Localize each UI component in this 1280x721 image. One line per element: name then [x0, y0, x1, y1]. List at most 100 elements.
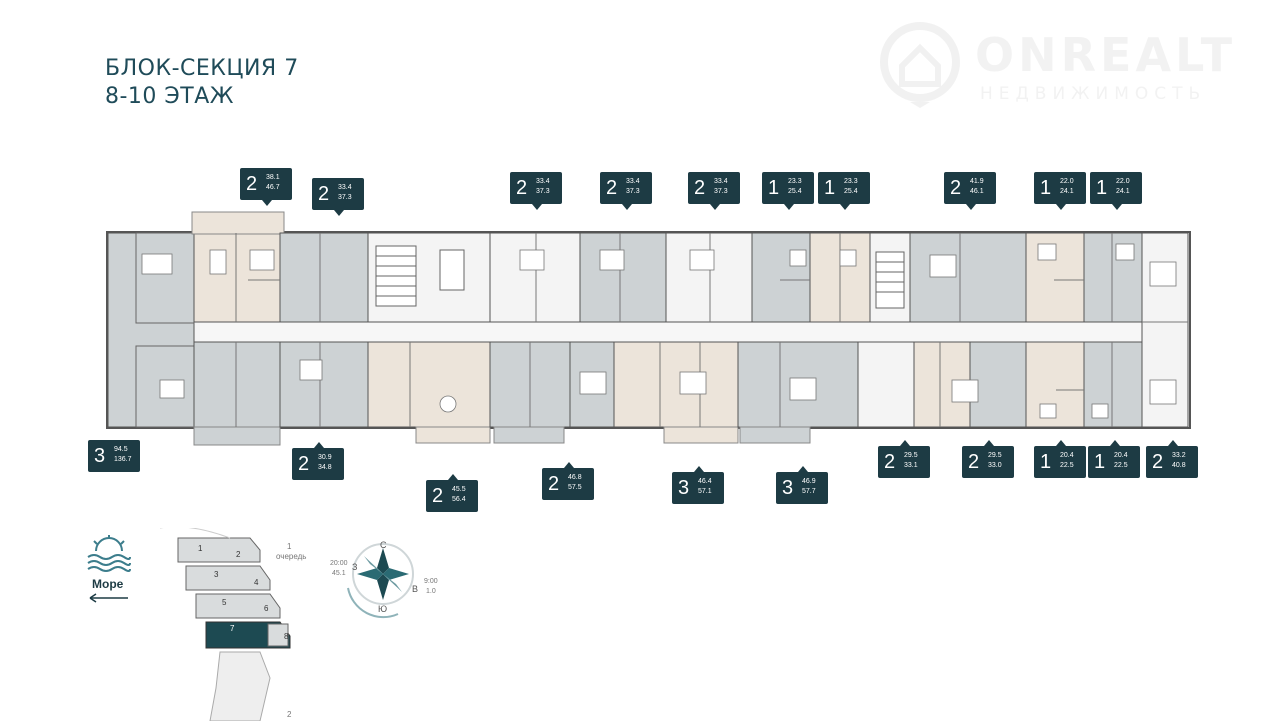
total-area: 24.1 — [1060, 188, 1074, 195]
rooms-count: 2 — [950, 177, 962, 199]
unit-top-2-33-4-c[interactable] — [579, 232, 667, 323]
unit-badge-top[interactable]: 1 23.3 25.4 — [762, 172, 814, 210]
unit-top-2-33-4-b[interactable] — [489, 232, 581, 323]
unit-bottom-3-94-5-ext[interactable] — [193, 341, 281, 428]
rooms-count: 2 — [1152, 451, 1164, 473]
unit-badge-bottom[interactable]: 2 30.9 34.8 — [292, 442, 344, 480]
living-area: 29.5 — [988, 452, 1002, 459]
total-area: 25.4 — [788, 188, 802, 195]
rooms-count: 1 — [1096, 177, 1108, 199]
rooms-count: 3 — [782, 477, 794, 499]
unit-badge-top[interactable]: 2 33.4 37.3 — [312, 178, 364, 216]
total-area: 57.5 — [568, 484, 582, 491]
total-area: 25.4 — [844, 188, 858, 195]
sunset-time: 20:00 — [330, 560, 348, 567]
unit-badge-top[interactable]: 2 41.9 46.1 — [944, 172, 996, 210]
unit-bottom-2-29-5-b[interactable] — [969, 341, 1027, 428]
total-area: 37.3 — [714, 188, 728, 195]
rooms-count: 2 — [968, 451, 980, 473]
unit-badge-bottom[interactable]: 2 45.5 56.4 — [426, 474, 478, 512]
section-number: 1 — [198, 544, 203, 553]
unit-badge-bottom[interactable]: 1 20.4 22.5 — [1088, 440, 1140, 478]
rooms-count: 2 — [246, 173, 258, 195]
unit-top-1-23-3-a[interactable] — [751, 232, 811, 323]
arrow-left-icon — [89, 593, 128, 603]
sunrise-time: 9:00 — [424, 578, 438, 585]
unit-badge-top[interactable]: 2 33.4 37.3 — [688, 172, 740, 210]
unit-badge-bottom[interactable]: 2 29.5 33.0 — [962, 440, 1014, 478]
unit-badge-bottom[interactable]: 3 94.5 136.7 — [88, 440, 140, 472]
total-area: 40.8 — [1172, 462, 1186, 469]
compass-south: Ю — [378, 604, 388, 614]
house-pin-icon — [880, 22, 960, 108]
unit-badge-top[interactable]: 2 33.4 37.3 — [600, 172, 652, 210]
unit-badge-top[interactable]: 2 33.4 37.3 — [510, 172, 562, 210]
section-title: БЛОК-СЕКЦИЯ 7 — [105, 56, 299, 81]
total-area: 136.7 — [114, 456, 132, 463]
compass-north: С — [380, 540, 387, 550]
rooms-count: 2 — [548, 473, 560, 495]
total-area: 33.0 — [988, 462, 1002, 469]
unit-bottom-3-46-4[interactable] — [613, 341, 739, 428]
rooms-count: 1 — [1094, 451, 1106, 473]
unit-badge-bottom[interactable]: 1 20.4 22.5 — [1034, 440, 1086, 478]
living-area: 38.1 — [266, 174, 280, 181]
living-area: 33.4 — [536, 178, 550, 185]
rooms-count: 2 — [516, 177, 528, 199]
living-area: 45.5 — [452, 486, 466, 493]
unit-bottom-2-45-5[interactable] — [367, 341, 491, 428]
site-plan — [160, 528, 291, 721]
corridor — [200, 322, 1188, 342]
stairs — [375, 245, 905, 309]
total-area: 22.5 — [1114, 462, 1128, 469]
total-area: 37.3 — [338, 194, 352, 201]
section-number: 3 — [214, 570, 219, 579]
unit-badge-top[interactable]: 1 22.0 24.1 — [1090, 172, 1142, 210]
section-number: 8 — [284, 632, 289, 641]
unit-badge-bottom[interactable]: 2 33.2 40.8 — [1146, 440, 1198, 478]
unit-top-2-38-1[interactable] — [193, 232, 281, 323]
living-area: 23.3 — [844, 178, 858, 185]
compass-west: З — [352, 562, 358, 572]
living-area: 33.4 — [626, 178, 640, 185]
total-area: 22.5 — [1060, 462, 1074, 469]
sea-waves-icon — [87, 535, 131, 572]
unit-badge-bottom[interactable]: 3 46.9 57.7 — [776, 466, 828, 504]
floor-range-title: 8-10 ЭТАЖ — [105, 84, 234, 109]
furniture — [141, 243, 1177, 419]
compass-rose-icon — [347, 543, 414, 619]
total-area: 24.1 — [1116, 188, 1130, 195]
unit-badge-top[interactable]: 1 22.0 24.1 — [1034, 172, 1086, 210]
unit-badge-top[interactable]: 1 23.3 25.4 — [818, 172, 870, 210]
partitions — [235, 233, 1188, 427]
living-area: 30.9 — [318, 454, 332, 461]
rooms-count: 1 — [824, 177, 836, 199]
section-number: 7 — [230, 624, 235, 633]
queue-1-number: 1 — [287, 542, 292, 551]
unit-bottom-2-29-5-a[interactable] — [857, 341, 915, 428]
unit-badge-bottom[interactable]: 3 46.4 57.1 — [672, 466, 724, 504]
unit-badge-bottom[interactable]: 2 46.8 57.5 — [542, 462, 594, 500]
total-area: 37.3 — [626, 188, 640, 195]
rooms-count: 3 — [678, 477, 690, 499]
living-area: 33.4 — [338, 184, 352, 191]
compass-east: В — [412, 584, 419, 594]
living-area: 46.9 — [802, 478, 816, 485]
unit-top-2-33-4-a[interactable] — [279, 232, 369, 323]
unit-top-2-41-9[interactable] — [909, 232, 1027, 323]
unit-badge-bottom[interactable]: 2 29.5 33.1 — [878, 440, 930, 478]
total-area: 57.1 — [698, 488, 712, 495]
total-area: 46.1 — [970, 188, 984, 195]
sunset-sub: 45.1 — [332, 570, 346, 577]
section-number: 2 — [236, 550, 241, 559]
logo-name: ONREALT — [975, 28, 1237, 82]
unit-bottom-2-30-9[interactable] — [279, 341, 369, 428]
unit-top-2-33-4-d[interactable] — [665, 232, 753, 323]
bottom-unit-row — [193, 341, 1143, 446]
total-area: 37.3 — [536, 188, 550, 195]
living-area: 94.5 — [114, 446, 128, 453]
unit-badge-top[interactable]: 2 38.1 46.7 — [240, 168, 292, 206]
rooms-count: 1 — [768, 177, 780, 199]
